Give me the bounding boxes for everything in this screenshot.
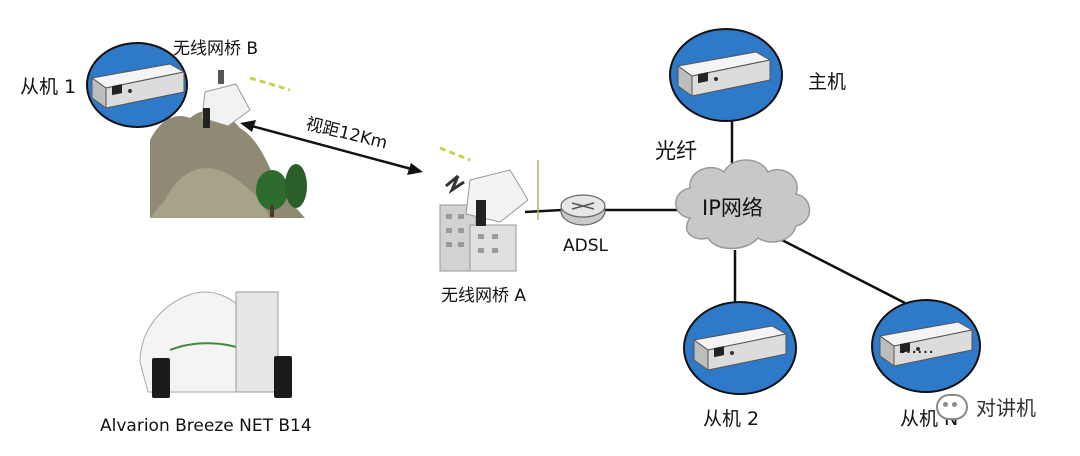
distance-arrow xyxy=(240,76,471,175)
tree-icon xyxy=(256,170,288,210)
chat-bubble-icon xyxy=(936,393,968,420)
label-adsl: ADSL xyxy=(563,236,608,256)
adsl-router-icon xyxy=(560,194,606,226)
host-node xyxy=(669,28,783,122)
watermark-text: 对讲机 xyxy=(976,396,1036,420)
mountain-illustration xyxy=(150,110,307,218)
link-bridge-a-to-adsl xyxy=(524,208,563,214)
label-ip-network: IP网络 xyxy=(702,196,763,220)
label-host: 主机 xyxy=(808,71,847,93)
slave-2-node xyxy=(683,301,797,395)
label-wireless-bridge-a: 无线网桥 A xyxy=(441,286,527,306)
watermark: 对讲机 xyxy=(936,392,1036,421)
link-cloud-slaven xyxy=(777,236,906,305)
label-slave-2: 从机 2 xyxy=(703,408,760,430)
slave-1-node xyxy=(86,42,188,128)
label-dots: …… xyxy=(900,338,934,358)
label-wireless-bridge-b: 无线网桥 B xyxy=(173,39,259,59)
tree-icon xyxy=(285,164,307,208)
ip-network-cloud-icon xyxy=(675,159,811,250)
label-product: Alvarion Breeze NET B14 xyxy=(100,416,312,436)
network-links xyxy=(524,120,906,310)
wireless-bridge-b-icon xyxy=(201,70,251,128)
label-fiber: 光纤 xyxy=(655,139,697,163)
label-slave-1: 从机 1 xyxy=(20,76,77,98)
product-image xyxy=(139,291,292,398)
slave-n-node xyxy=(871,299,981,393)
building-bridge-a-icon xyxy=(439,160,539,272)
